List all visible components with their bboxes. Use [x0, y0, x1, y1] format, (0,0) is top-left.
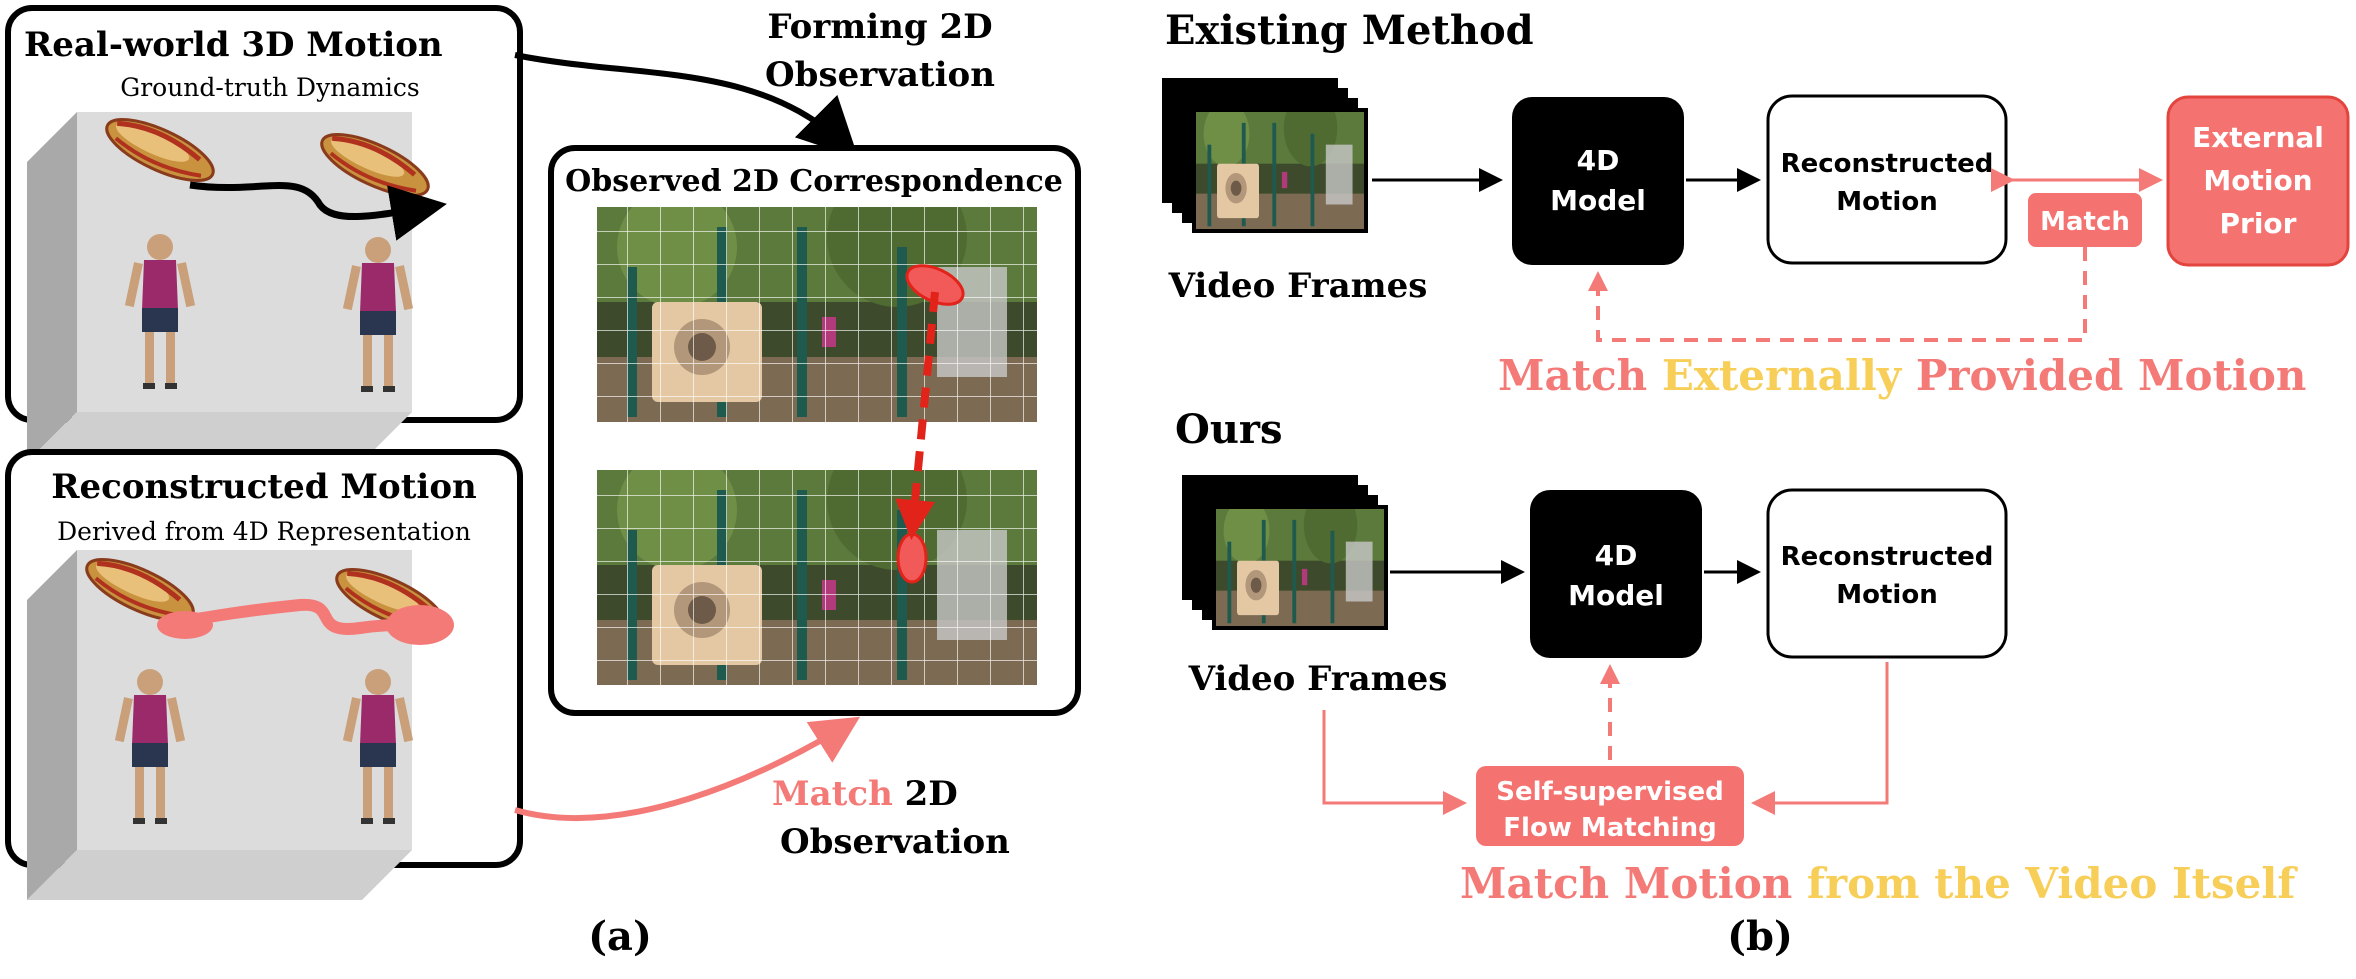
model-box-existing	[1512, 97, 1684, 265]
external-prior-box	[2166, 95, 2350, 267]
correspondence-point-top	[905, 264, 965, 306]
video-frames-stack-existing	[1162, 78, 1368, 233]
observed-frame-top	[597, 207, 1037, 422]
flow-matching-box	[1476, 766, 1744, 846]
recon-to-flow-arrow	[1751, 662, 1889, 815]
trajectory-endpoint	[386, 605, 454, 645]
prior-label-line3: Prior	[2220, 207, 2297, 240]
real-world-subtitle: Ground-truth Dynamics	[120, 73, 420, 102]
prior-label-line2: Motion	[2203, 164, 2312, 197]
flow-label-line1: Self-supervised	[1496, 777, 1724, 807]
ours-heading: Ours	[1175, 406, 1283, 453]
match-feedback-dashed-arrow	[1588, 247, 2087, 342]
forming-label-line2: Observation	[765, 55, 995, 95]
correspondence-point-bottom	[896, 532, 928, 584]
video-frames-stack-ours	[1182, 475, 1388, 630]
recon-box-ours	[1766, 488, 2008, 659]
match-label-line2: Observation	[780, 822, 1010, 862]
model-box-ours	[1530, 490, 1702, 658]
model-ours-line1: 4D	[1595, 539, 1638, 572]
match-observation-arrow	[514, 716, 861, 821]
trajectory-endpoint	[157, 611, 213, 639]
recon-ours-line1: Reconstructed	[1781, 542, 1994, 572]
reconstructed-subtitle: Derived from 4D Representation	[57, 517, 471, 546]
video-frames-label-ours: Video Frames	[1188, 659, 1448, 699]
model-label-line2: Model	[1550, 184, 1646, 217]
recon-box-existing	[1766, 94, 2008, 265]
ours-tagline: Match Motion from the Video Itself	[1460, 859, 2298, 908]
match-tag	[2028, 193, 2142, 247]
match-tag-label: Match	[2040, 207, 2130, 237]
existing-tagline: Match Externally Provided Motion	[1498, 351, 2306, 400]
model-ours-line2: Model	[1568, 579, 1664, 612]
observed-title: Observed 2D Correspondence	[565, 164, 1063, 199]
reconstructed-title: Reconstructed Motion	[51, 467, 476, 507]
recon-ours-line2: Motion	[1836, 580, 1937, 610]
model-label-line1: 4D	[1577, 144, 1620, 177]
video-frames-label: Video Frames	[1168, 266, 1428, 306]
flow-label-line2: Flow Matching	[1503, 813, 1716, 843]
recon-label-line2: Motion	[1836, 187, 1937, 217]
real-world-title: Real-world 3D Motion	[24, 25, 443, 65]
correspondence-arrow	[895, 291, 939, 540]
match-label-line1: Match 2D	[772, 774, 958, 814]
caption-b: (b)	[1727, 913, 1793, 960]
recon-label-line1: Reconstructed	[1781, 149, 1994, 179]
existing-heading: Existing Method	[1165, 7, 1534, 54]
caption-a: (a)	[588, 913, 652, 960]
ground-truth-trajectory-arrow	[189, 181, 447, 241]
frames-to-flow-arrow	[1322, 710, 1467, 815]
forming-label-line1: Forming 2D	[767, 7, 992, 47]
forming-observation-arrow	[514, 52, 859, 159]
prior-label-line1: External	[2192, 121, 2324, 154]
observed-frame-bottom	[597, 470, 1037, 685]
